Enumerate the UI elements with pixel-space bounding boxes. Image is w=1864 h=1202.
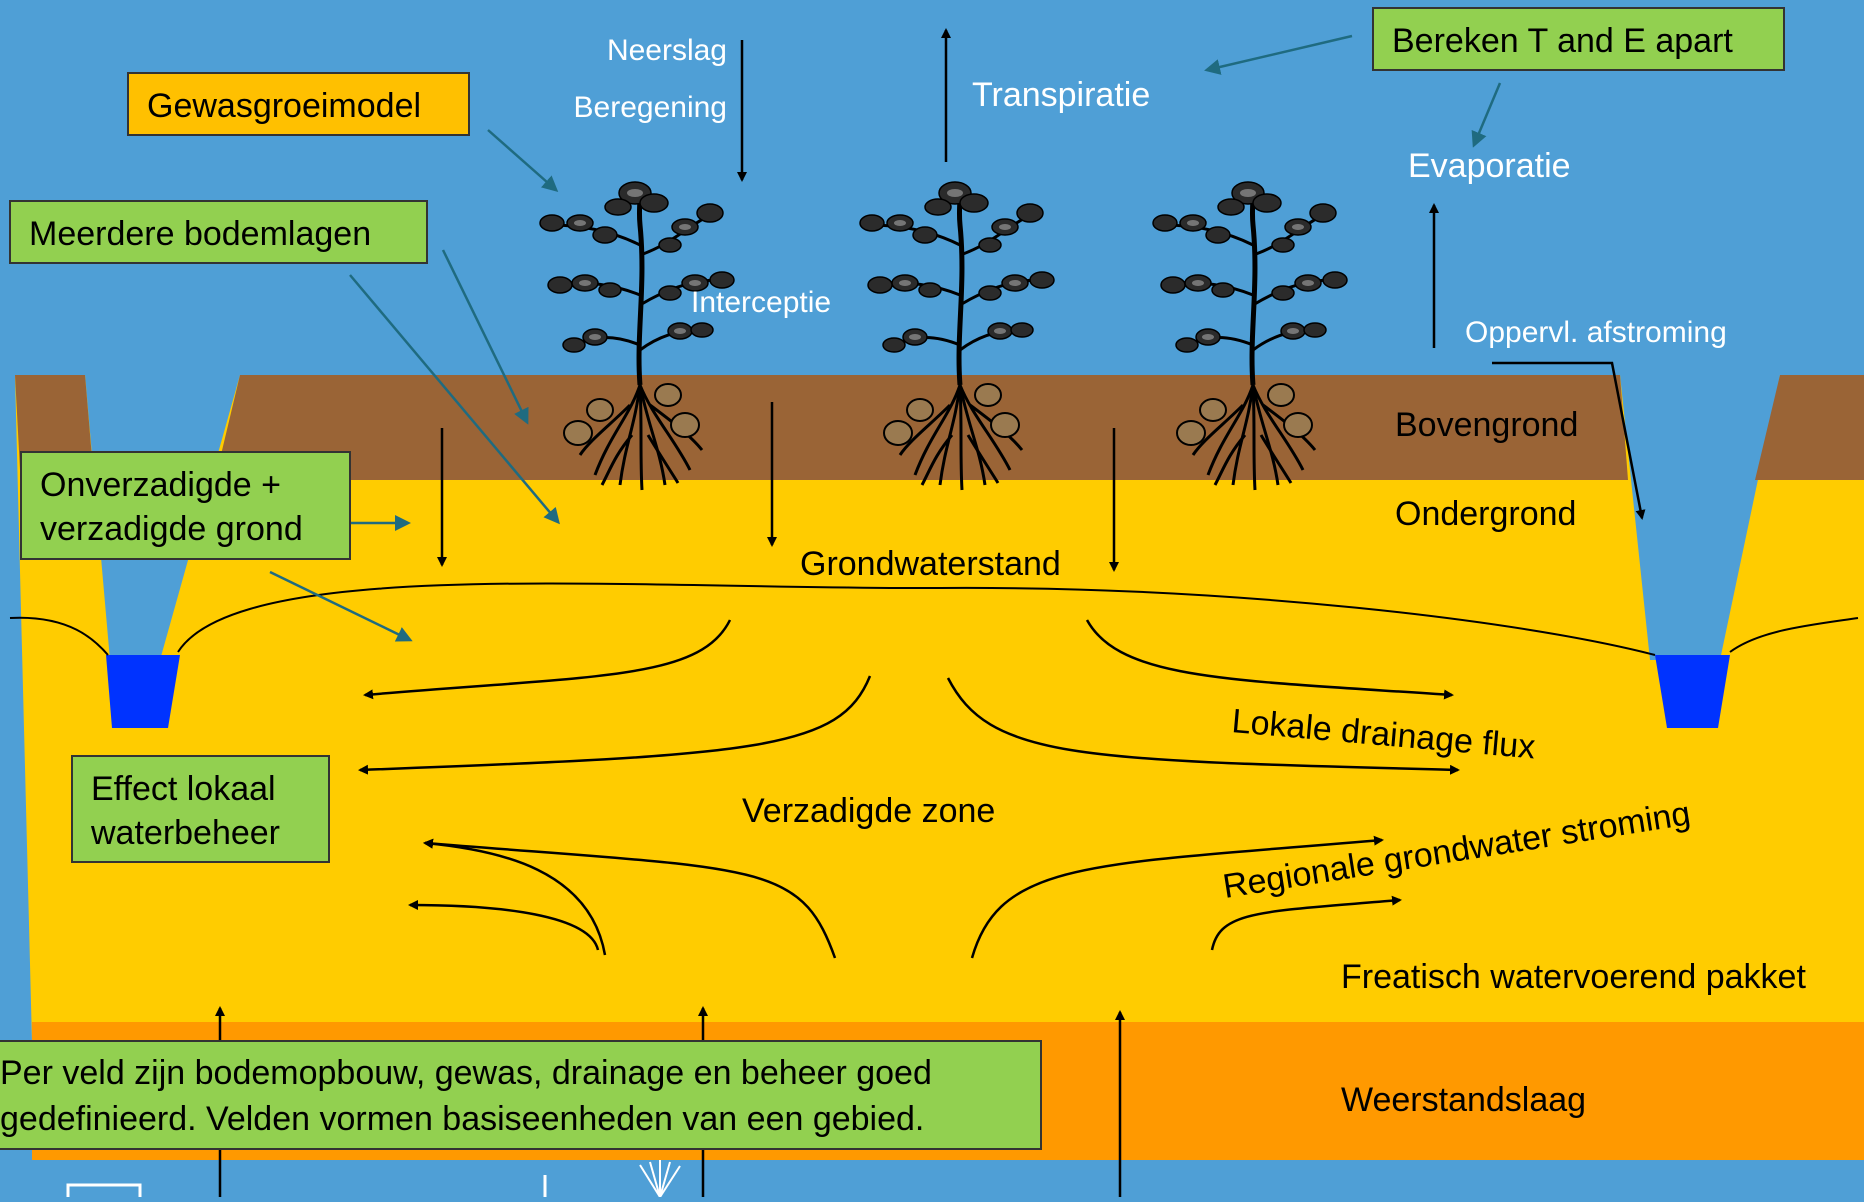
beregening-label: Beregening [574, 91, 727, 124]
interceptie-label: Interceptie [691, 286, 831, 319]
freatisch-label: Freatisch watervoerend pakket [1341, 958, 1806, 996]
ditch-water-left [106, 655, 180, 728]
bereken-te-text: Bereken T and E apart [1392, 22, 1733, 60]
onverzadigde-text-line2: verzadigde grond [40, 507, 331, 551]
summary-box: Per veld zijn bodemopbouw, gewas, draina… [0, 1040, 1042, 1150]
neerslag-label: Neerslag [607, 34, 727, 67]
bovengrond-label: Bovengrond [1395, 406, 1578, 444]
effect-text-line1: Effect lokaal [91, 767, 310, 811]
summary-text-line2: gedefinieerd. Velden vormen basiseenhede… [0, 1096, 1040, 1142]
ondergrond-label: Ondergrond [1395, 495, 1576, 533]
verzadigde-zone-label: Verzadigde zone [742, 792, 995, 830]
ditch-water-right [1655, 655, 1730, 728]
grondwaterstand-label: Grondwaterstand [800, 545, 1061, 583]
transpiratie-label: Transpiratie [972, 76, 1150, 114]
bereken-te-box: Bereken T and E apart [1372, 7, 1785, 71]
onverzadigde-text-line1: Onverzadigde + [40, 463, 331, 507]
oppervl-afstroming-label: Oppervl. afstroming [1465, 316, 1727, 349]
meerdere-bodemlagen-box: Meerdere bodemlagen [9, 200, 428, 264]
onverzadigde-box: Onverzadigde + verzadigde grond [20, 451, 351, 560]
gewasgroeimodel-text: Gewasgroeimodel [147, 87, 421, 125]
meerdere-bodemlagen-text: Meerdere bodemlagen [29, 215, 371, 253]
summary-text-line1: Per veld zijn bodemopbouw, gewas, draina… [0, 1050, 1040, 1096]
footer-band [0, 1160, 1864, 1197]
evaporatie-label: Evaporatie [1408, 147, 1571, 185]
gewasgroeimodel-box: Gewasgroeimodel [127, 72, 470, 136]
weerstandslaag-label: Weerstandslaag [1341, 1081, 1586, 1119]
effect-text-line2: waterbeheer [91, 811, 310, 855]
effect-waterbeheer-box: Effect lokaal waterbeheer [71, 755, 330, 863]
